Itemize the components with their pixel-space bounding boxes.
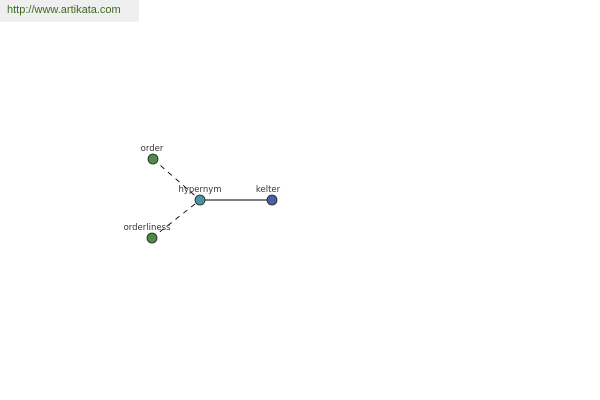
url-bar: http://www.artikata.com <box>0 0 139 22</box>
edge-order-hypernym <box>152 158 201 201</box>
node-hypernym[interactable] <box>194 194 206 206</box>
node-order[interactable] <box>147 153 159 165</box>
edges-layer <box>151 158 272 239</box>
node-kelter[interactable] <box>266 194 278 206</box>
node-orderliness[interactable] <box>146 232 158 244</box>
node-label-kelter: kelter <box>256 185 281 195</box>
node-label-hypernym: hypernym <box>178 185 221 195</box>
nodes-layer <box>146 153 278 244</box>
node-label-order: order <box>141 144 164 154</box>
site-url-link[interactable]: http://www.artikata.com <box>7 4 121 16</box>
labels-layer: order hypernym kelter orderliness <box>124 144 281 233</box>
node-label-orderliness: orderliness <box>124 223 171 233</box>
edge-orderliness-hypernym <box>151 199 201 239</box>
